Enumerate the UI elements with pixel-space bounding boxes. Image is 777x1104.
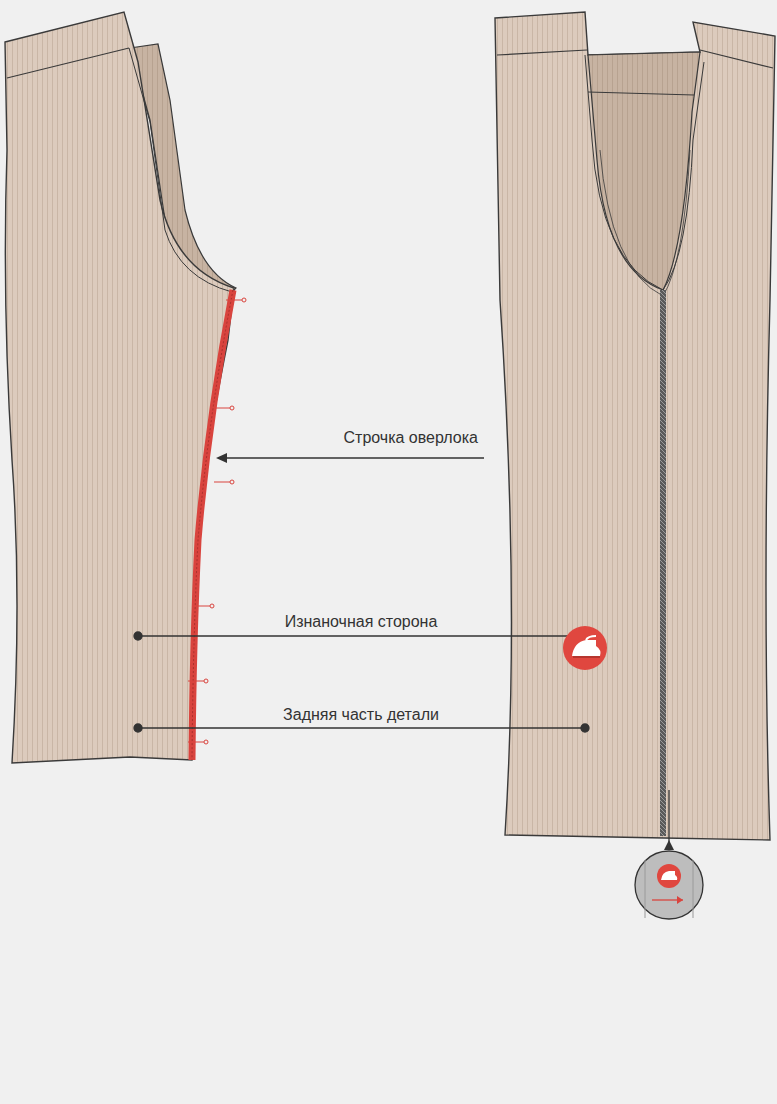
pin-head [242, 298, 246, 302]
pin-head [230, 480, 234, 484]
pins [188, 298, 246, 744]
pin [188, 742, 204, 743]
pin [188, 681, 204, 682]
pin [214, 482, 230, 483]
pin [194, 606, 210, 607]
detail-callout [635, 790, 703, 919]
leader-lines [134, 453, 589, 732]
pin-head [204, 740, 208, 744]
callout-label: Строчка оверлока [340, 428, 483, 448]
iron-icon [563, 626, 607, 670]
back-leg-piece [5, 12, 234, 763]
callout-label: Изнаночная сторона [281, 612, 442, 632]
pin-head [210, 604, 214, 608]
pin-head [230, 406, 234, 410]
pin-head [204, 679, 208, 683]
assembled-legs [495, 12, 775, 840]
pin [226, 300, 242, 301]
overlock-seam [192, 290, 233, 760]
callout-label: Задняя часть детали [279, 705, 443, 725]
pin [214, 408, 230, 409]
